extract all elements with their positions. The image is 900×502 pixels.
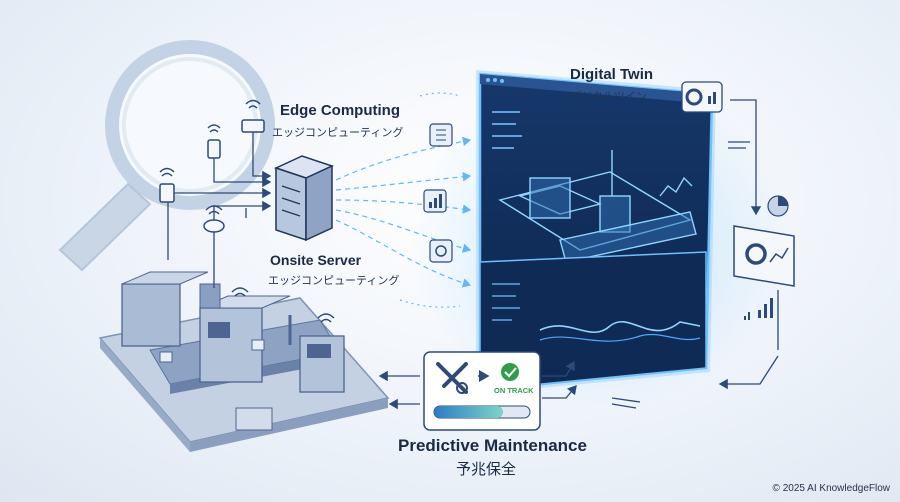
settings-panel: [733, 225, 795, 287]
maintenance-links: [378, 360, 577, 410]
status-badge: ON TRACK: [494, 386, 534, 395]
edge-computing-title: Edge Computing: [280, 102, 400, 119]
checkmark-icon: [501, 363, 519, 381]
maintenance-progress: [434, 406, 504, 418]
bar-chart-icon: [423, 123, 453, 263]
copyright: © 2025 AI KnowledgeFlow: [772, 483, 890, 494]
right-links: [611, 99, 779, 409]
sensor-links: [167, 132, 272, 288]
magnifier-icon: [58, 40, 275, 272]
server-icon: [273, 155, 335, 242]
wrench-icon: [436, 362, 468, 394]
bar-chart-icon: [744, 298, 773, 320]
digital-twin-title: Digital Twin: [570, 66, 654, 83]
digital-twin-screen: [476, 70, 716, 394]
predictive-maintenance-subtitle: 予兆保全: [456, 461, 517, 478]
onsite-server-subtitle: エッジコンピューティング: [268, 275, 400, 287]
edge-computing-subtitle: エッジコンピューティング: [272, 127, 404, 139]
gear-icon: [681, 81, 723, 113]
factory-floor: [98, 271, 390, 452]
digital-twin-subtitle: デジタルツイン: [570, 91, 647, 103]
onsite-server-title: Onsite Server: [270, 252, 362, 268]
pie-chart-icon: [767, 195, 789, 217]
predictive-maintenance-title: Predictive Maintenance: [398, 436, 587, 455]
maintenance-card: [423, 351, 541, 431]
data-stream: [335, 92, 472, 308]
